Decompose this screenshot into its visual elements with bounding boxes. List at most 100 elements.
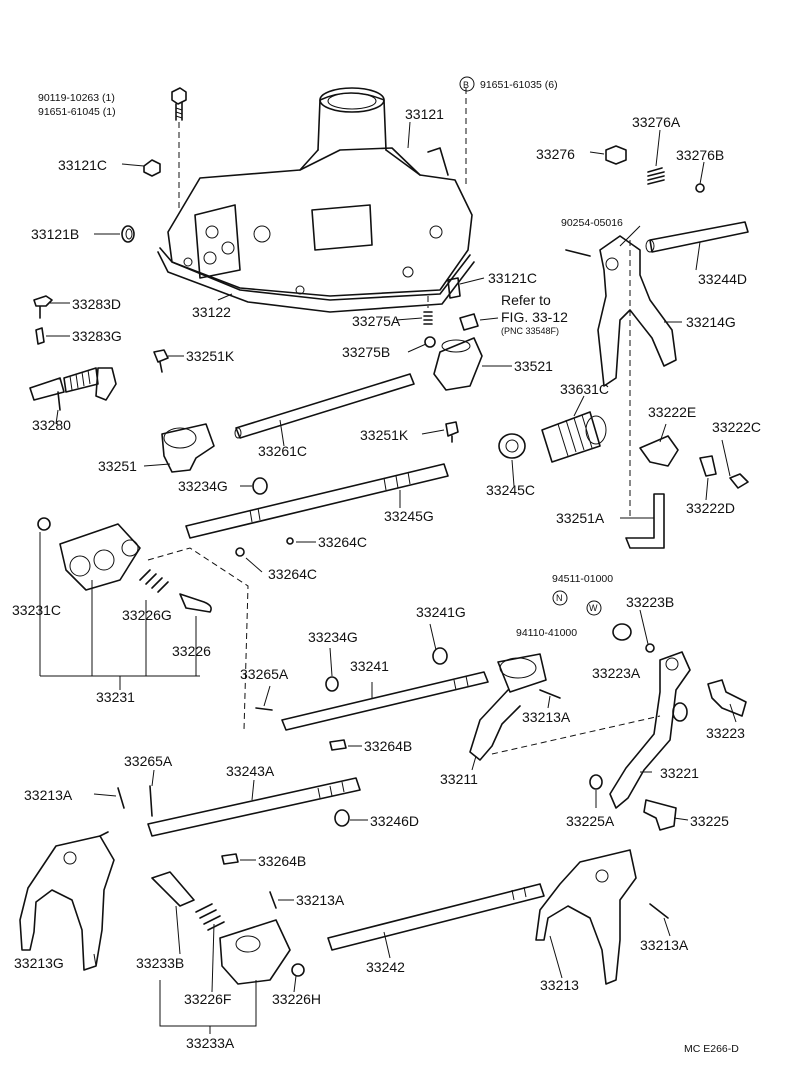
bushing-33245C-hole bbox=[505, 439, 519, 453]
bolt-33251K-right-drawing bbox=[445, 421, 459, 443]
label-33251: 33251 bbox=[98, 458, 137, 474]
pin-90254-drawing bbox=[565, 249, 591, 257]
leader-lines bbox=[46, 121, 737, 993]
rod-33242-notches bbox=[511, 886, 527, 901]
label-33243A: 33243A bbox=[226, 763, 275, 779]
ring-33121B-drawing bbox=[121, 225, 135, 243]
fork-33213G-drawing bbox=[19, 831, 115, 971]
refer-part-drawing bbox=[459, 313, 479, 331]
shift-path-right bbox=[491, 715, 661, 755]
washer-n-symbol bbox=[552, 590, 568, 606]
label-33213A-d: 33213A bbox=[640, 937, 689, 953]
label-33275A: 33275A bbox=[352, 313, 401, 329]
bolt-callout-line2: 91651-61045 (1) bbox=[38, 106, 116, 118]
shift-path-left bbox=[147, 547, 249, 731]
plug-33121C-drawing bbox=[143, 159, 161, 177]
block-33251-face bbox=[163, 427, 197, 449]
label-33283D: 33283D bbox=[72, 296, 121, 312]
pin-33265A-a-drawing bbox=[255, 707, 273, 711]
extension-housing-drawing bbox=[157, 87, 475, 313]
clip-33246D-drawing bbox=[334, 809, 350, 827]
rod-33243A-notches bbox=[317, 781, 345, 799]
washer-33223A-drawing bbox=[612, 623, 632, 641]
label-33251A: 33251A bbox=[556, 510, 605, 526]
label-33261C: 33261C bbox=[258, 443, 307, 459]
rod-33245G-drawing bbox=[185, 463, 449, 539]
cam-33521-drawing bbox=[433, 337, 483, 391]
b-symbol-circle bbox=[459, 76, 475, 92]
refer-leader bbox=[479, 317, 499, 321]
head-33231-drawing bbox=[59, 523, 141, 591]
clip-33226H-drawing bbox=[291, 963, 305, 977]
figure-code: MC E266-D bbox=[684, 1043, 739, 1055]
label-33213A-c: 33213A bbox=[296, 892, 345, 908]
pin-33213A-d-drawing bbox=[649, 903, 669, 919]
label-33121: 33121 bbox=[405, 106, 444, 122]
label-33121C-a: 33121C bbox=[58, 157, 107, 173]
plug-33276-drawing bbox=[605, 145, 627, 165]
label-33265A-a: 33265A bbox=[240, 666, 289, 682]
ball-33264C-a bbox=[286, 537, 294, 545]
washer-w-symbol bbox=[586, 600, 602, 616]
bolt-33223-drawing bbox=[707, 679, 747, 717]
label-33276A: 33276A bbox=[632, 114, 681, 130]
clip-33234G-b-drawing bbox=[325, 676, 339, 692]
piece-33225-drawing bbox=[643, 799, 677, 831]
label-33211: 33211 bbox=[440, 771, 478, 787]
head-33233A-hole bbox=[235, 935, 261, 953]
label-33226: 33226 bbox=[172, 643, 211, 659]
label-33234G-b: 33234G bbox=[308, 629, 358, 645]
refer-line1: Refer to bbox=[501, 292, 551, 308]
bushing-33631C-face bbox=[585, 415, 607, 445]
bolt-33251K-left-drawing bbox=[153, 349, 169, 373]
label-94511: 94511-01000 bbox=[552, 573, 613, 585]
label-33221: 33221 bbox=[660, 765, 699, 781]
clip-33234G-drawing bbox=[252, 477, 268, 495]
label-33213A-a: 33213A bbox=[522, 709, 571, 725]
label-33222C: 33222C bbox=[712, 419, 761, 435]
label-33226G: 33226G bbox=[122, 607, 172, 623]
label-33223A: 33223A bbox=[592, 665, 641, 681]
cam-33521-top bbox=[441, 339, 471, 353]
label-33225A: 33225A bbox=[566, 813, 615, 829]
label-94110: 94110-41000 bbox=[516, 627, 577, 639]
label-33241: 33241 bbox=[350, 658, 389, 674]
washer-w-letter: W bbox=[589, 603, 598, 613]
rod-33241-notches bbox=[453, 675, 469, 691]
shaft-33244D-end bbox=[645, 239, 655, 253]
rod-33242-drawing bbox=[327, 883, 545, 951]
spring-33226F-drawing bbox=[195, 903, 225, 931]
label-90254: 90254-05016 bbox=[561, 217, 623, 229]
ball-33276B-drawing bbox=[695, 183, 705, 193]
sleeve-33121C-drawing bbox=[447, 277, 461, 299]
label-33234G-a: 33234G bbox=[178, 478, 228, 494]
label-33121C-b: 33121C bbox=[488, 270, 537, 286]
label-33241G: 33241G bbox=[416, 604, 466, 620]
label-33264C-b: 33264C bbox=[268, 566, 317, 582]
washer-n-letter: N bbox=[556, 593, 563, 603]
callout-labels: 90119-10263 (1) 91651-61045 (1) B 91651-… bbox=[12, 76, 761, 1055]
pin-33264B-b-drawing bbox=[221, 853, 239, 865]
rod-33241-drawing bbox=[281, 671, 489, 731]
pin-33264B-a-drawing bbox=[329, 739, 347, 751]
plunger-33233B-drawing bbox=[151, 871, 195, 907]
pin-33213A-c-drawing bbox=[269, 891, 277, 909]
shaft-33280-drawing bbox=[29, 367, 117, 411]
label-33251K-b: 33251K bbox=[360, 427, 409, 443]
pin-33283G-drawing bbox=[35, 327, 45, 345]
washer-33225A-drawing bbox=[589, 774, 603, 790]
ball-33264C-b bbox=[235, 547, 245, 557]
fork-33211-drawing bbox=[469, 653, 547, 761]
label-33264B-b: 33264B bbox=[258, 853, 306, 869]
label-33245G: 33245G bbox=[384, 508, 434, 524]
rod-33245G-notches bbox=[249, 471, 411, 523]
head-33233A-drawing bbox=[219, 919, 291, 985]
label-33122: 33122 bbox=[192, 304, 231, 320]
fork-33213-drawing bbox=[535, 849, 637, 985]
bushing-33245C-drawing bbox=[498, 433, 526, 459]
label-33213G: 33213G bbox=[14, 955, 64, 971]
label-33251K-a: 33251K bbox=[186, 348, 235, 364]
label-33246D: 33246D bbox=[370, 813, 419, 829]
rod-33243A-drawing bbox=[147, 777, 361, 837]
label-33280: 33280 bbox=[32, 417, 71, 433]
